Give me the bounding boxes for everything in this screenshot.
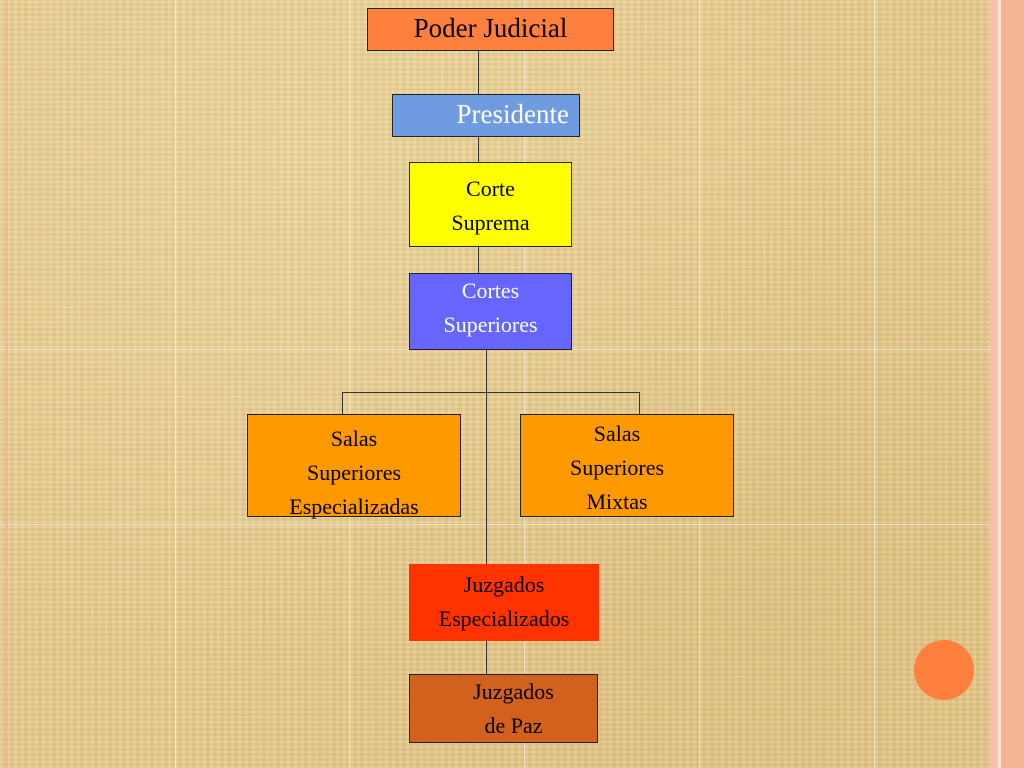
node-poder-judicial: Poder Judicial [367, 8, 614, 51]
right-border-stripe [990, 0, 998, 768]
grid-line [699, 0, 700, 768]
connector [342, 392, 640, 393]
grid-line [874, 0, 875, 768]
node-salas-mixtas: Salas Superiores Mixtas [520, 414, 734, 517]
right-border-stripe [1001, 0, 1024, 768]
node-cortes-superiores: Cortes Superiores [409, 273, 572, 350]
node-label: Salas [330, 426, 378, 451]
node-label: Poder Judicial [413, 13, 568, 43]
grid-line [524, 0, 525, 768]
node-label: Cortes [461, 278, 520, 303]
node-label: Superiores [443, 312, 538, 337]
node-label: Especializados [438, 606, 570, 631]
node-corte-suprema: Corte Suprema [409, 162, 572, 247]
node-label: Juzgados [463, 572, 545, 597]
right-border-stripe [998, 0, 1001, 768]
node-juzgados-especializados: Juzgados Especializados [409, 564, 599, 641]
connector [478, 50, 479, 94]
node-label: de Paz [484, 713, 543, 738]
node-label: Corte [466, 176, 515, 201]
node-presidente: Presidente [392, 94, 580, 137]
node-label: Especializadas [289, 494, 419, 519]
node-label: Superiores [306, 460, 402, 485]
node-juzgados-paz: Juzgados de Paz [409, 674, 598, 743]
node-label: Suprema [451, 210, 530, 235]
node-label: Presidente [456, 99, 569, 129]
node-label: Juzgados [473, 679, 554, 704]
connector [478, 246, 479, 273]
connector [486, 349, 487, 564]
node-label: Superiores [569, 455, 665, 480]
node-label: Salas [593, 421, 641, 446]
node-salas-especializadas: Salas Superiores Especializadas [247, 414, 461, 519]
decorative-circle [914, 640, 974, 700]
node-label: Mixtas [586, 489, 648, 514]
grid-line [349, 0, 350, 768]
left-border-line [6, 0, 8, 768]
connector [478, 136, 479, 162]
grid-line [0, 524, 990, 525]
grid-line [175, 0, 176, 768]
connector [639, 392, 640, 414]
connector [342, 392, 343, 414]
connector [486, 640, 487, 674]
